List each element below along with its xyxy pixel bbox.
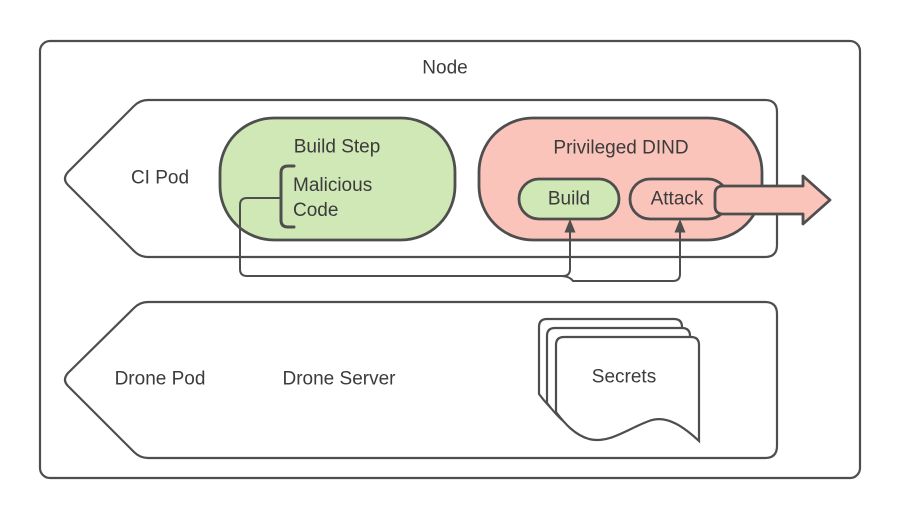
attack-pill bbox=[628, 177, 730, 221]
attack-exit-arrow bbox=[713, 174, 832, 226]
privileged-dind-box bbox=[477, 116, 764, 242]
connector-malicious-to-attack bbox=[561, 231, 681, 282]
arrowhead-attack bbox=[674, 219, 686, 233]
connector-malicious-to-build bbox=[239, 197, 571, 277]
arrowhead-build bbox=[564, 219, 576, 233]
malicious-code-bracket-icon bbox=[279, 164, 296, 229]
build-pill bbox=[517, 177, 621, 221]
secrets-document-stack bbox=[537, 317, 701, 444]
secrets-page-front bbox=[554, 335, 701, 444]
build-step-box bbox=[218, 116, 457, 242]
